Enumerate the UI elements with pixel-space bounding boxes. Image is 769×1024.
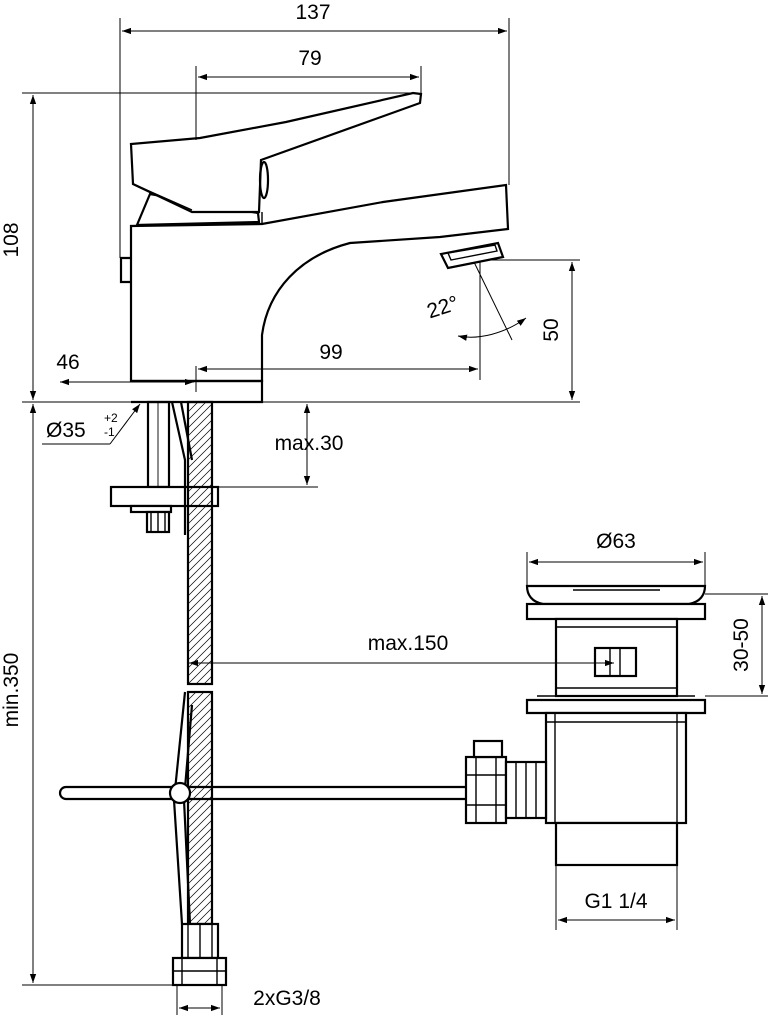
dim-108-label: 108: [0, 222, 23, 257]
hole-diameter-label: Ø35: [46, 419, 86, 442]
waste-diameter-label: Ø63: [596, 530, 636, 553]
hose-length-label: min.350: [0, 653, 23, 728]
pop-up-waste: [464, 584, 707, 867]
faucet-body: [119, 91, 510, 404]
hole-tol-lower: -1: [104, 425, 115, 439]
max-deck-label: max.30: [275, 432, 344, 455]
hole-tol-upper: +2: [104, 411, 118, 425]
connection-thread-label: 2xG3/8: [253, 987, 321, 1010]
waste-range-label: 30-50: [730, 618, 753, 672]
dim-79-label: 79: [298, 47, 321, 70]
mounting-assembly: [58, 400, 466, 987]
waste-thread-label: G1 1/4: [584, 890, 647, 913]
dimension-lines: [22, 18, 768, 1015]
angle-label: 22°: [424, 292, 461, 324]
dim-50-label: 50: [540, 318, 563, 341]
dim-99-label: 99: [319, 341, 342, 364]
dim-46-label: 46: [56, 351, 79, 374]
max-pullrod-label: max.150: [368, 632, 449, 655]
dim-137-label: 137: [295, 1, 330, 24]
